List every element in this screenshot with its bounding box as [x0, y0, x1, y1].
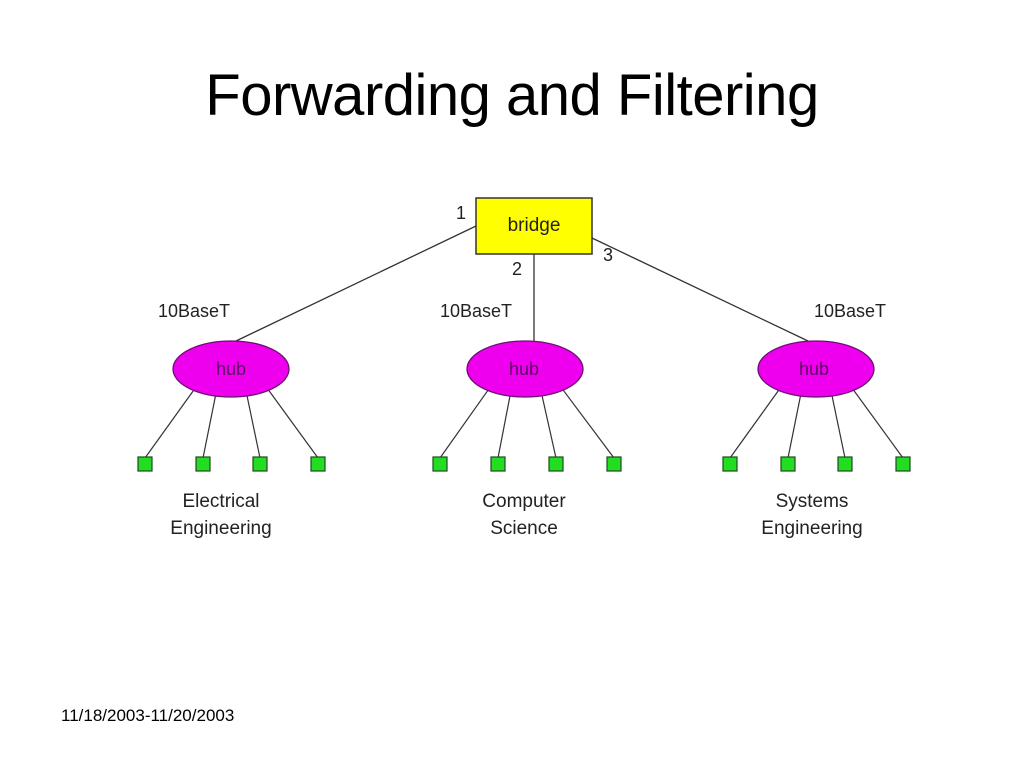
media-label-2: 10BaseT — [440, 301, 512, 321]
host-node — [780, 456, 796, 472]
hub-host-link — [439, 387, 490, 459]
bridge-link-port-3 — [591, 237, 809, 342]
hub-label-3: hub — [799, 359, 829, 379]
media-label-3: 10BaseT — [814, 301, 886, 321]
host-node — [137, 456, 153, 472]
segment-name-2-line2: Science — [490, 518, 558, 539]
port-label-1: 1 — [456, 203, 466, 223]
port-label-2: 2 — [512, 259, 522, 279]
segment-name-1-line2: Engineering — [170, 518, 271, 539]
hub-host-link — [830, 393, 846, 459]
hub-host-link — [540, 393, 557, 459]
host-node — [490, 456, 506, 472]
bridge-link-port-1 — [235, 225, 477, 342]
host-node — [195, 456, 211, 472]
host-node — [432, 456, 448, 472]
host-node — [722, 456, 738, 472]
hub-host-link — [561, 387, 615, 459]
hub-host-link — [729, 387, 781, 459]
hub-node — [466, 340, 584, 398]
hub-node — [757, 340, 875, 398]
host-node — [252, 456, 268, 472]
host-node — [837, 456, 853, 472]
port-label-3: 3 — [603, 245, 613, 265]
hub-host-link — [497, 393, 512, 459]
segment-name-1-line1: Electrical — [182, 491, 259, 512]
segment-name-3-line1: Systems — [776, 491, 849, 512]
hub-label-1: hub — [216, 359, 246, 379]
hub-label-2: hub — [509, 359, 539, 379]
host-node — [310, 456, 326, 472]
bridge-box — [475, 197, 593, 255]
hub-host-link — [266, 387, 319, 459]
bridge-label: bridge — [508, 215, 561, 236]
host-node — [895, 456, 911, 472]
hub-host-link — [144, 387, 196, 459]
host-node — [606, 456, 622, 472]
hub-host-link — [245, 393, 261, 459]
segment-name-2-line1: Computer — [482, 491, 566, 512]
footer-date: 11/18/2003-11/20/2003 — [61, 706, 235, 725]
host-node — [548, 456, 564, 472]
media-label-1: 10BaseT — [158, 301, 230, 321]
slide-title: Forwarding and Filtering — [205, 63, 819, 128]
hub-host-link — [851, 387, 904, 459]
hub-host-link — [202, 393, 217, 459]
hub-host-link — [787, 393, 802, 459]
hub-node — [172, 340, 290, 398]
segment-name-3-line2: Engineering — [761, 518, 862, 539]
